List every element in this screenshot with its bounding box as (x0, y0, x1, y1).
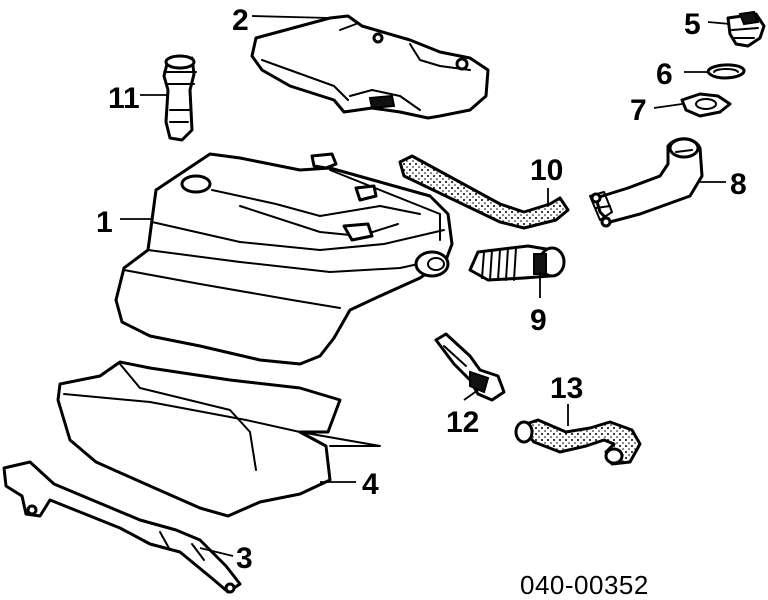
part-8-filler-hose (589, 137, 704, 228)
part-10-vent-hose (398, 154, 570, 230)
diagram-part-number: 040-00352 (520, 570, 649, 600)
callout-5: 5 (684, 8, 701, 41)
callout-13: 13 (550, 372, 583, 405)
callout-1: 1 (96, 206, 113, 239)
callout-7: 7 (630, 94, 647, 127)
part-9-breather (468, 244, 566, 282)
callout-10: 10 (530, 154, 563, 187)
part-5-fuel-cap (726, 10, 766, 48)
callout-12: 12 (446, 406, 479, 439)
part-12-fuel-sender (434, 332, 506, 402)
part-3-tank-strap (2, 460, 242, 594)
callout-6: 6 (656, 58, 673, 91)
part-2-tank-shield (250, 14, 490, 120)
callout-8: 8 (730, 168, 747, 201)
part-13-hose (514, 418, 642, 466)
part-7-gasket-plate (680, 92, 732, 118)
part-4-tank-guard (56, 360, 381, 518)
callout-3: 3 (236, 542, 253, 575)
part-6-gasket-ring (706, 63, 746, 80)
callout-2: 2 (232, 4, 249, 37)
callout-11: 11 (108, 82, 140, 115)
callout-9: 9 (530, 304, 547, 337)
part-11-filler-neck (162, 54, 197, 142)
callout-labels: 1 2 3 4 5 6 7 8 9 10 11 12 13 (96, 4, 747, 575)
leader-lines (120, 15, 731, 557)
callout-4: 4 (362, 468, 379, 501)
part-1-fuel-tank (114, 152, 454, 366)
